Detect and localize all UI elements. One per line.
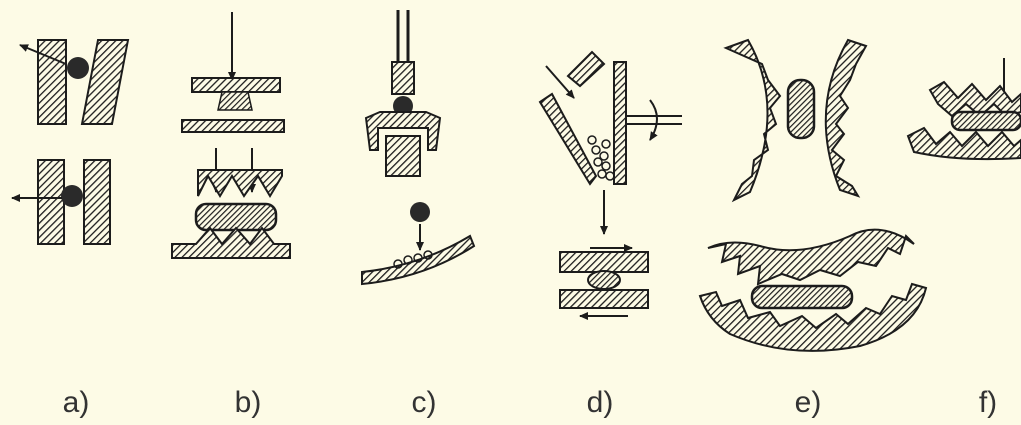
panel-c-diagram — [361, 10, 476, 286]
panel-f-lower-teeth — [906, 126, 1021, 161]
panel-e-upper-curved-plate — [707, 228, 915, 286]
panel-a-top-right-plate — [80, 39, 130, 125]
panel-b-particle — [217, 91, 253, 111]
panel-d-lower-shear-plate — [559, 289, 649, 309]
panel-b-upper-plate — [191, 77, 281, 93]
panel-d-right-wall — [613, 61, 627, 185]
panel-d-rotation-arrow — [649, 99, 658, 141]
panel-f-upper-teeth — [928, 80, 1021, 118]
panel-c-fragment-1 — [393, 259, 403, 269]
panel-b-slab-particle — [194, 202, 278, 232]
panel-f-particle — [950, 110, 1021, 132]
panel-e-diagram — [698, 38, 928, 352]
panel-b-diagram — [171, 12, 291, 259]
panel-e-lower-curved-plate — [698, 282, 928, 352]
panel-a-top-left-plate — [37, 39, 67, 125]
panel-c-jaw — [364, 111, 442, 151]
panel-b-label: b) — [234, 386, 262, 419]
panel-c-hammer-body — [391, 61, 415, 95]
panel-a-bottom-left-plate — [37, 159, 65, 245]
panel-c-fragment-2 — [403, 255, 413, 265]
panel-c-curved-plate — [361, 234, 476, 286]
panel-a-diagram — [11, 39, 130, 245]
panel-f-label: f) — [978, 386, 998, 419]
panel-a-top-arrow — [19, 44, 67, 65]
panel-b-lower-plate — [181, 119, 285, 133]
panel-e-left-roll — [723, 38, 782, 203]
panel-b-upper-teeth — [197, 169, 283, 198]
panel-c-fragment-3 — [413, 253, 423, 263]
panel-d-label: d) — [586, 386, 614, 419]
panel-e-particle — [786, 78, 816, 140]
panel-a-label: a) — [62, 386, 90, 419]
panel-a-top-particle — [67, 57, 89, 79]
panel-d-left-wall — [538, 92, 598, 186]
panel-d-diagram — [538, 50, 682, 320]
panel-b-lower-teeth — [171, 226, 291, 259]
panel-c-label: c) — [411, 386, 437, 419]
panel-d-small-wedge — [566, 50, 606, 88]
panel-d-feed-arrow — [545, 65, 575, 99]
panel-e-curved-particle — [750, 284, 854, 310]
panel-f-diagram — [906, 58, 1021, 161]
panel-d-particle-bed — [587, 135, 615, 181]
panel-a-bottom-particle — [61, 185, 83, 207]
panel-d-upper-shear-plate — [559, 251, 649, 273]
panel-c-fragment-4 — [423, 250, 433, 260]
panel-a-bottom-right-plate — [83, 159, 111, 245]
panel-e-label: e) — [794, 386, 822, 419]
panel-d-sheared-particle — [587, 270, 621, 290]
panel-c-falling-particle — [410, 202, 430, 222]
panel-c-anvil — [385, 135, 421, 177]
panel-e-right-roll — [824, 38, 868, 198]
